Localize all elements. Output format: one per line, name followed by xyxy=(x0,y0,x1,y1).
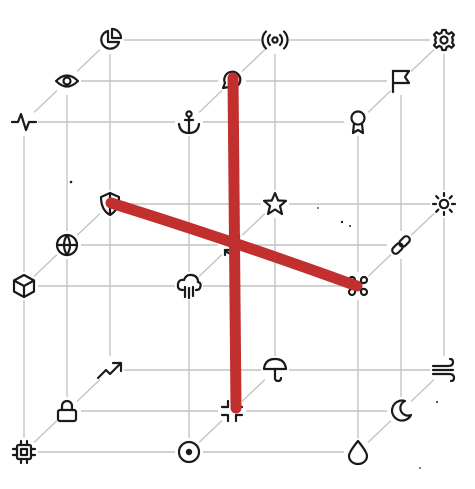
target-icon xyxy=(175,438,203,466)
globe-icon xyxy=(53,231,81,259)
anchor-icon xyxy=(175,108,203,136)
moon-icon xyxy=(387,397,415,425)
flag-icon xyxy=(387,67,415,95)
ink-specks xyxy=(69,180,438,469)
lock-icon xyxy=(53,397,81,425)
grid-nodes xyxy=(10,26,458,466)
diagonal-stroke xyxy=(105,197,363,292)
gear-icon xyxy=(430,26,458,54)
link-icon xyxy=(387,231,415,259)
eye-icon xyxy=(53,67,81,95)
sun-icon xyxy=(430,190,458,218)
broadcast-icon xyxy=(261,26,289,54)
chip-icon xyxy=(10,438,38,466)
pie-chart-icon xyxy=(96,26,124,54)
droplet-icon xyxy=(344,438,372,466)
drawn-strokes xyxy=(105,72,363,414)
umbrella-icon xyxy=(261,356,289,384)
wind-icon xyxy=(430,356,458,384)
cloud-rain-icon xyxy=(175,272,203,300)
trending-up-icon xyxy=(96,356,124,384)
award-ribbon-icon xyxy=(344,108,372,136)
cube-icon xyxy=(10,272,38,300)
pulse-icon xyxy=(10,108,38,136)
star-icon xyxy=(261,190,289,218)
